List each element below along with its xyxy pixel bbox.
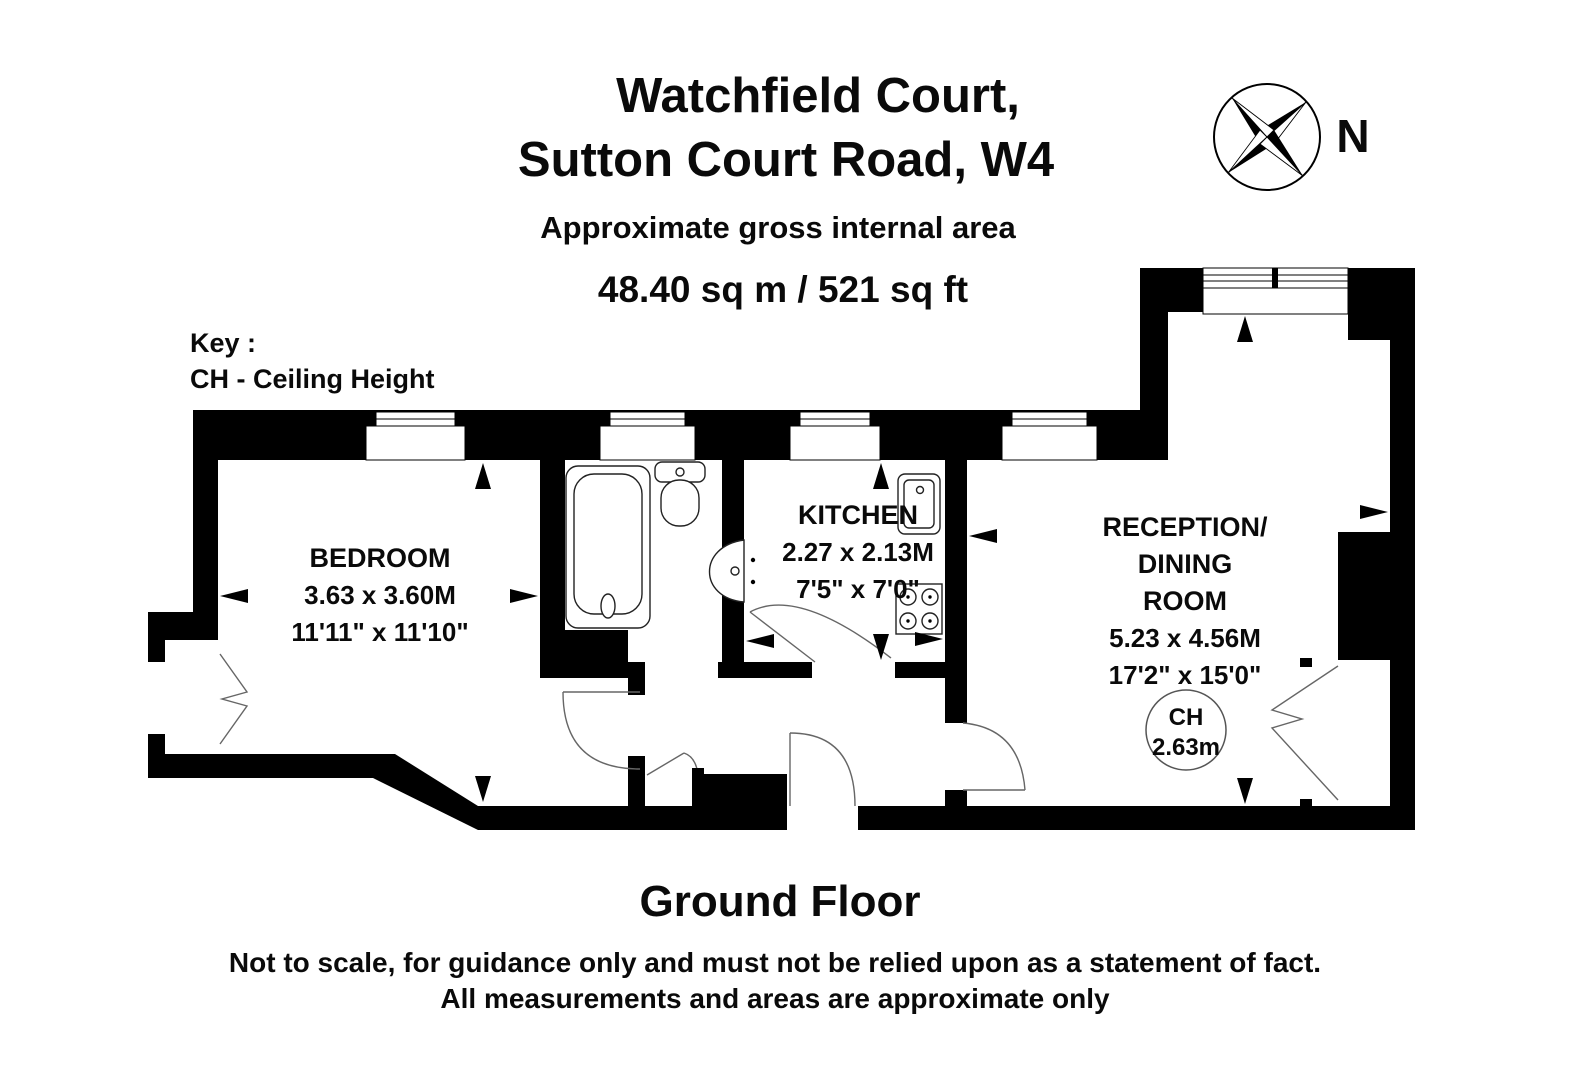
wall-stub-upper <box>628 662 645 695</box>
reception-door <box>962 722 1026 791</box>
wall-bathroom-bottom <box>540 630 628 678</box>
key-entry: CH - Ceiling Height <box>190 364 435 394</box>
wall-chimney <box>1338 532 1390 660</box>
hob <box>895 583 943 635</box>
header: Watchfield Court, Sutton Court Road, W4 … <box>190 69 1054 394</box>
bedroom-arrow-left <box>220 589 248 603</box>
window-bathroom <box>599 411 696 461</box>
reception-arrow-left <box>969 529 997 543</box>
wall-bottom-raised <box>692 774 787 830</box>
entrance-door <box>789 732 856 807</box>
wall-kitchen-right-low <box>945 790 967 830</box>
area-text: 48.40 sq m / 521 sq ft <box>598 269 968 310</box>
ch-value: 2.63m <box>1152 734 1220 761</box>
compass-icon: N <box>1213 83 1370 191</box>
reception-arrow-down <box>1237 778 1253 804</box>
disclaimer-line1: Not to scale, for guidance only and must… <box>229 947 1321 978</box>
wall-right <box>1390 340 1415 830</box>
reception-closet-door <box>1270 665 1339 801</box>
wash-basin <box>709 539 756 603</box>
bedroom-arrow-up <box>475 463 491 489</box>
wall-kitchen-bottom-b <box>895 662 945 678</box>
reception-arrow-up <box>1237 316 1253 342</box>
hall-cupboard-door <box>646 752 704 778</box>
ceiling-height-badge: CH 2.63m <box>1145 689 1227 771</box>
key-heading: Key : <box>190 328 256 358</box>
wall-jamb-b <box>1300 799 1312 808</box>
window-kitchen <box>789 411 881 461</box>
wall-left-step <box>148 612 218 640</box>
disclaimer-line2: All measurements and areas are approxima… <box>440 983 1110 1014</box>
window-reception-nw <box>1001 411 1098 461</box>
doors <box>219 604 1339 807</box>
kitchen-arrow-up <box>873 463 889 489</box>
room-labels: BEDROOM 3.63 x 3.60M 11'11" x 11'10" KIT… <box>291 500 1268 690</box>
bedroom-arrow-down <box>475 776 491 802</box>
subtitle: Approximate gross internal area <box>540 210 1016 245</box>
ch-label: CH <box>1169 704 1204 731</box>
window-reception-bay <box>1202 267 1349 315</box>
wall-diagonal <box>373 754 478 830</box>
bedroom-arrow-right <box>510 589 538 603</box>
wall-left-a <box>148 640 165 662</box>
wall-bay-right <box>1348 268 1415 340</box>
title-line2: Sutton Court Road, W4 <box>518 133 1054 187</box>
wall-stub-lower <box>628 756 645 806</box>
wall-left-upper <box>193 410 218 612</box>
reception-dims-imperial: 17'2" x 15'0" <box>1109 660 1262 690</box>
wall-bottom-left <box>148 754 395 778</box>
wall-kitchen-right <box>945 460 967 723</box>
reception-label-3: ROOM <box>1143 586 1227 616</box>
bedroom-closet-door <box>219 653 249 745</box>
windows <box>365 267 1349 461</box>
fixtures <box>565 461 951 635</box>
wall-kitchen-bottom-a <box>718 662 812 678</box>
window-bedroom <box>365 411 466 461</box>
bedroom-dims-imperial: 11'11" x 11'10" <box>291 617 468 647</box>
bathroom-door <box>562 691 641 770</box>
wall-left-b <box>148 734 165 754</box>
reception-label-1: RECEPTION/ <box>1102 512 1268 542</box>
wall-bottom-band-1 <box>478 806 694 830</box>
title-line1: Watchfield Court, <box>616 69 1020 123</box>
floor-label: Ground Floor <box>639 877 920 926</box>
kitchen-sink <box>897 473 951 535</box>
wall-bay-left <box>1140 268 1203 312</box>
bedroom-label: BEDROOM <box>310 543 451 573</box>
wall-bedroom-right <box>540 460 565 655</box>
north-label: N <box>1336 110 1369 162</box>
kitchen-dims-imperial: 7'5" x 7'0" <box>796 574 920 604</box>
reception-arrow-right <box>1360 505 1388 519</box>
kitchen-door <box>749 604 892 663</box>
kitchen-arrow-left <box>746 634 774 648</box>
wall-jamb-a <box>1300 658 1312 667</box>
kitchen-dims-metric: 2.27 x 2.13M <box>782 537 934 567</box>
wall-bottom-band-2 <box>858 806 1390 830</box>
reception-label-2: DINING <box>1138 549 1233 579</box>
bathtub <box>565 465 651 629</box>
kitchen-arrow-right <box>915 632 943 646</box>
dimension-arrows <box>220 316 1388 804</box>
bedroom-dims-metric: 3.63 x 3.60M <box>304 580 456 610</box>
toilet <box>654 461 706 527</box>
kitchen-arrow-down <box>873 634 889 660</box>
kitchen-label: KITCHEN <box>798 500 918 530</box>
reception-dims-metric: 5.23 x 4.56M <box>1109 623 1261 653</box>
footer: Ground Floor Not to scale, for guidance … <box>229 877 1321 1014</box>
